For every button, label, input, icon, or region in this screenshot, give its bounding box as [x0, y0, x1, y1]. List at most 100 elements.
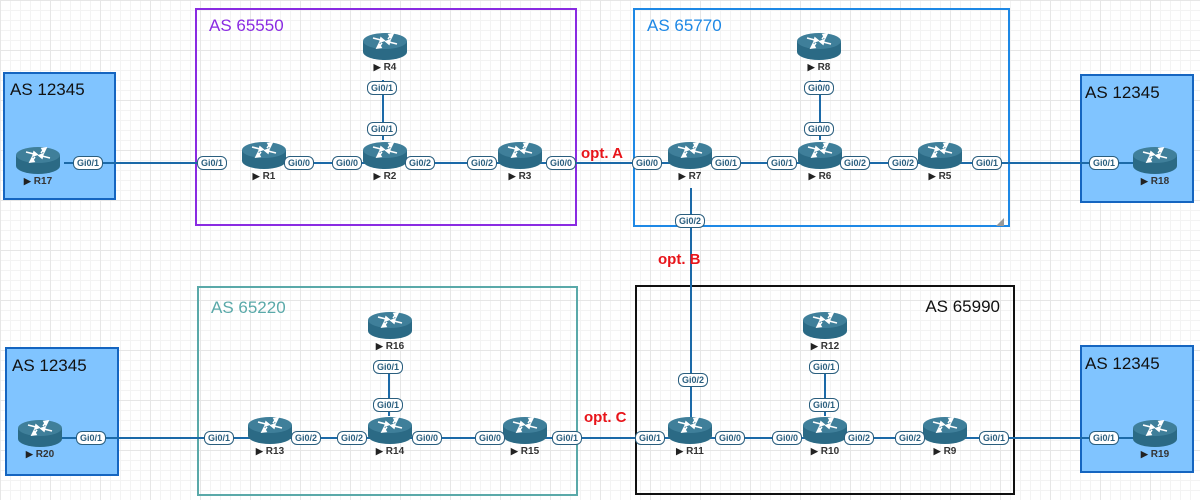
as-12345-box-top-left[interactable]: AS 12345 — [3, 72, 116, 200]
as-65220-box[interactable]: AS 65220 — [197, 286, 578, 496]
as-12345-box-bottom-left[interactable]: AS 12345 — [5, 347, 119, 476]
router-r19[interactable] — [1131, 417, 1179, 457]
router-label-r10[interactable]: ▶R10 — [811, 446, 839, 457]
router-label-r9[interactable]: ▶R9 — [934, 446, 957, 457]
link-r9-r19[interactable] — [945, 437, 1155, 439]
play-icon[interactable]: ▶ — [375, 341, 383, 351]
router-r11[interactable] — [666, 414, 714, 454]
router-r9[interactable] — [921, 414, 969, 454]
router-r2[interactable] — [361, 139, 409, 179]
link-r3-r7-opt-a[interactable] — [520, 162, 690, 164]
router-label-r15[interactable]: ▶R15 — [511, 446, 539, 457]
play-icon[interactable]: ▶ — [676, 446, 684, 456]
interface-label-r11-gi02[interactable]: Gi0/2 — [677, 373, 709, 387]
router-label-r8[interactable]: ▶R8 — [808, 62, 831, 73]
interface-label-r7-gi00[interactable]: Gi0/0 — [631, 156, 663, 170]
interface-label-r12-gi01[interactable]: Gi0/1 — [808, 360, 840, 374]
link-r14-r15[interactable] — [385, 437, 525, 439]
link-r4-r2[interactable] — [382, 80, 384, 140]
as-65990-box[interactable]: AS 65990 — [635, 285, 1015, 495]
router-label-r14[interactable]: ▶R14 — [376, 446, 404, 457]
link-r15-r11-opt-c[interactable] — [525, 437, 690, 439]
link-r1-r2[interactable] — [264, 162, 374, 164]
router-r6[interactable] — [796, 139, 844, 179]
interface-label-r3-gi00[interactable]: Gi0/0 — [545, 156, 577, 170]
interface-label-r15-gi01[interactable]: Gi0/1 — [551, 431, 583, 445]
interface-label-r18-gi01[interactable]: Gi0/1 — [1088, 156, 1120, 170]
interface-label-r15-gi00[interactable]: Gi0/0 — [474, 431, 506, 445]
router-label-r2[interactable]: ▶R2 — [374, 171, 397, 182]
interface-label-r5-gi02[interactable]: Gi0/2 — [887, 156, 919, 170]
interface-label-r10-gi01[interactable]: Gi0/1 — [808, 398, 840, 412]
as-12345-box-bottom-right[interactable]: AS 12345 — [1080, 345, 1194, 473]
link-r5-r18[interactable] — [940, 162, 1155, 164]
play-icon[interactable]: ▶ — [928, 171, 936, 181]
router-r16[interactable] — [366, 309, 414, 349]
interface-label-r2-gi02[interactable]: Gi0/2 — [404, 156, 436, 170]
interface-label-r13-gi01[interactable]: Gi0/1 — [203, 431, 235, 445]
router-r4[interactable] — [361, 30, 409, 70]
router-label-r20[interactable]: ▶R20 — [26, 449, 54, 460]
router-r14[interactable] — [366, 414, 414, 454]
link-r2-r3[interactable] — [385, 162, 510, 164]
interface-label-r16-gi01[interactable]: Gi0/1 — [372, 360, 404, 374]
interface-label-r19-gi01[interactable]: Gi0/1 — [1088, 431, 1120, 445]
link-r7-r6[interactable] — [690, 162, 820, 164]
router-r15[interactable] — [501, 414, 549, 454]
router-label-r18[interactable]: ▶R18 — [1141, 176, 1169, 187]
interface-label-r14-gi00[interactable]: Gi0/0 — [411, 431, 443, 445]
router-label-r3[interactable]: ▶R3 — [509, 171, 532, 182]
resize-grip-icon[interactable] — [996, 213, 1004, 226]
interface-label-r1-gi00[interactable]: Gi0/0 — [283, 156, 315, 170]
interface-label-r6-gi00[interactable]: Gi0/0 — [803, 122, 835, 136]
router-label-r5[interactable]: ▶R5 — [929, 171, 952, 182]
router-r3[interactable] — [496, 139, 544, 179]
link-r11-r10[interactable] — [690, 437, 825, 439]
play-icon[interactable]: ▶ — [933, 446, 941, 456]
interface-label-r14-gi01[interactable]: Gi0/1 — [372, 398, 404, 412]
as-65770-box[interactable]: AS 65770 — [633, 8, 1010, 227]
interface-label-r10-gi02[interactable]: Gi0/2 — [843, 431, 875, 445]
play-icon[interactable]: ▶ — [1140, 449, 1148, 459]
interface-label-r6-gi01[interactable]: Gi0/1 — [766, 156, 798, 170]
link-r8-r6[interactable] — [819, 80, 821, 140]
interface-label-r1-gi01[interactable]: Gi0/1 — [196, 156, 228, 170]
as-12345-box-top-right[interactable]: AS 12345 — [1080, 74, 1194, 203]
router-label-r17[interactable]: ▶R17 — [24, 176, 52, 187]
play-icon[interactable]: ▶ — [808, 171, 816, 181]
interface-label-r6-gi02[interactable]: Gi0/2 — [839, 156, 871, 170]
play-icon[interactable]: ▶ — [252, 171, 260, 181]
interface-label-r13-gi02[interactable]: Gi0/2 — [290, 431, 322, 445]
interface-label-r5-gi01[interactable]: Gi0/1 — [971, 156, 1003, 170]
interface-label-r11-gi00[interactable]: Gi0/0 — [714, 431, 746, 445]
play-icon[interactable]: ▶ — [1140, 176, 1148, 186]
play-icon[interactable]: ▶ — [807, 62, 815, 72]
play-icon[interactable]: ▶ — [810, 341, 818, 351]
interface-label-r11-gi01[interactable]: Gi0/1 — [634, 431, 666, 445]
play-icon[interactable]: ▶ — [510, 446, 518, 456]
interface-label-r17-gi01[interactable]: Gi0/1 — [72, 156, 104, 170]
link-r17-r1[interactable] — [64, 162, 224, 164]
router-r8[interactable] — [795, 30, 843, 70]
interface-label-r7-gi01[interactable]: Gi0/1 — [710, 156, 742, 170]
interface-label-r2-gi00[interactable]: Gi0/0 — [331, 156, 363, 170]
play-icon[interactable]: ▶ — [23, 176, 31, 186]
router-r12[interactable] — [801, 309, 849, 349]
interface-label-r2-gi01[interactable]: Gi0/1 — [366, 122, 398, 136]
play-icon[interactable]: ▶ — [25, 449, 33, 459]
router-r10[interactable] — [801, 414, 849, 454]
link-r7-r11-opt-b[interactable] — [690, 188, 692, 418]
interface-label-r20-gi01[interactable]: Gi0/1 — [75, 431, 107, 445]
router-label-r6[interactable]: ▶R6 — [809, 171, 832, 182]
router-r1[interactable] — [240, 139, 288, 179]
router-label-r19[interactable]: ▶R19 — [1141, 449, 1169, 460]
play-icon[interactable]: ▶ — [508, 171, 516, 181]
router-r5[interactable] — [916, 139, 964, 179]
router-label-r4[interactable]: ▶R4 — [374, 62, 397, 73]
interface-label-r4-gi01[interactable]: Gi0/1 — [366, 81, 398, 95]
router-label-r11[interactable]: ▶R11 — [676, 446, 704, 457]
router-label-r7[interactable]: ▶R7 — [679, 171, 702, 182]
interface-label-r9-gi02[interactable]: Gi0/2 — [894, 431, 926, 445]
play-icon[interactable]: ▶ — [255, 446, 263, 456]
as-65550-box[interactable]: AS 65550 — [195, 8, 577, 226]
